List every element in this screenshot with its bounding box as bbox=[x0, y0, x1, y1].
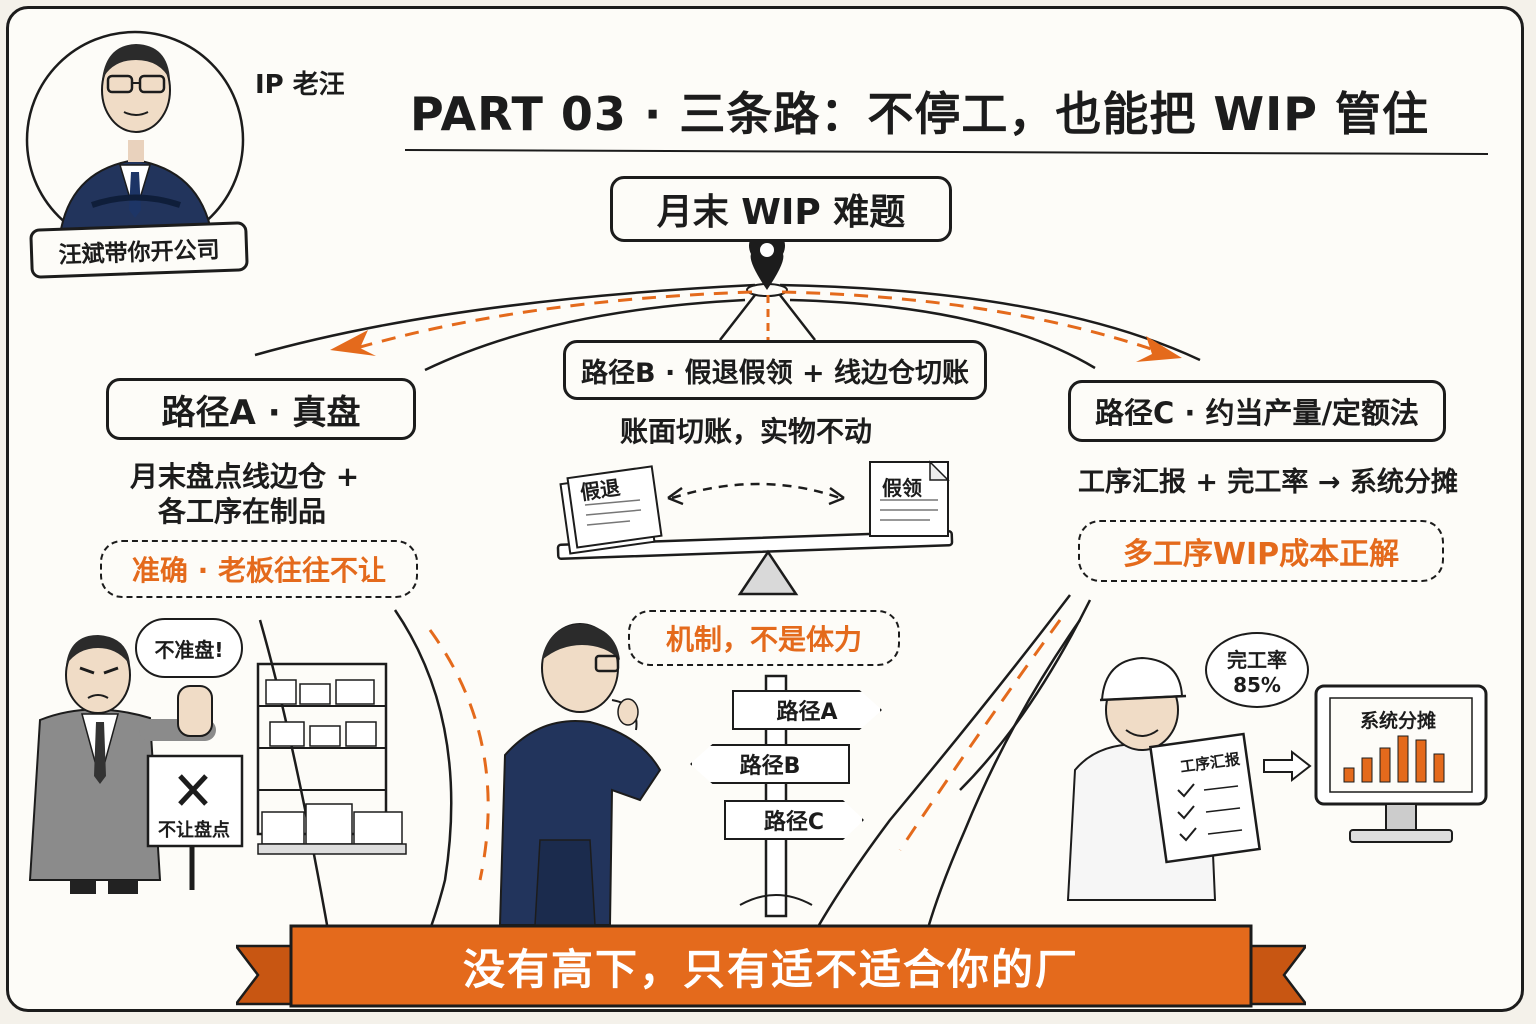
road-edge-left bbox=[254, 283, 756, 357]
doc-right-label: 假领 bbox=[882, 476, 922, 500]
road-lower-right bbox=[798, 594, 1071, 961]
path-a-desc-line2: 各工序在制品 bbox=[158, 495, 327, 528]
right-arrow-icon bbox=[1263, 749, 1312, 783]
monitor-bar bbox=[1361, 757, 1373, 783]
road-lower-right-dash bbox=[898, 619, 1062, 851]
no-stocktake-sign-text: 不让盘点 bbox=[158, 820, 230, 841]
road-edge-right bbox=[779, 283, 1201, 362]
path-a-desc-line1: 月末盘点线边仓 + bbox=[130, 460, 360, 493]
doc-left-label: 假退 bbox=[578, 475, 622, 505]
path-c-title: 路径C · 约当产量/定额法 bbox=[1068, 380, 1446, 442]
page-title: PART 03 · 三条路：不停工，也能把 WIP 管住 bbox=[410, 87, 1429, 141]
boss-speech-bubble: 不准盘! bbox=[135, 618, 243, 678]
monitor-bar bbox=[1433, 753, 1445, 783]
path-a-tag: 准确 · 老板往往不让 bbox=[100, 540, 418, 598]
path-b-title: 路径B · 假退假领 + 线边仓切账 bbox=[563, 340, 987, 400]
path-b-tag: 机制，不是体力 bbox=[628, 610, 900, 666]
boss-figure bbox=[28, 635, 216, 894]
ip-label: IP 老汪 bbox=[255, 70, 345, 100]
road-far-right bbox=[959, 599, 1092, 791]
road-lower-right-2 bbox=[918, 619, 1082, 961]
monitor-bar bbox=[1397, 735, 1409, 783]
monitor-bar bbox=[1415, 739, 1427, 783]
road-edge-left-inner bbox=[424, 298, 746, 372]
road-edge-right-inner bbox=[789, 298, 1096, 370]
completion-rate-value: 85% bbox=[1233, 672, 1281, 697]
path-c-desc: 工序汇报 + 完工率 → 系统分摊 bbox=[1078, 467, 1458, 498]
path-b-desc: 账面切账，实物不动 bbox=[620, 415, 873, 448]
path-a-title: 路径A · 真盘 bbox=[106, 378, 416, 440]
boss-speech-text: 不准盘! bbox=[154, 637, 224, 662]
thinking-man-figure bbox=[498, 623, 662, 926]
bottom-banner-ribbon bbox=[236, 924, 1306, 1008]
road-lower-left-dash bbox=[428, 629, 490, 881]
title-underline bbox=[404, 149, 1489, 155]
arrow-left-icon bbox=[330, 330, 376, 356]
road-center bbox=[719, 294, 816, 341]
arrow-right-icon bbox=[1136, 336, 1182, 362]
completion-rate-bubble: 完工率 85% bbox=[1205, 632, 1309, 708]
direction-signpost bbox=[739, 674, 813, 918]
monitor-bar bbox=[1343, 767, 1355, 783]
author-name-tag: 汪斌带你开公司 bbox=[29, 221, 249, 279]
worker-figure bbox=[1066, 656, 1262, 901]
road-dash-left bbox=[349, 290, 753, 352]
monitor-bar bbox=[1379, 747, 1391, 783]
seesaw-balance bbox=[556, 460, 954, 596]
signpost-a: 路径A bbox=[732, 690, 882, 730]
road-dash-right bbox=[781, 290, 1161, 354]
monitor-bar-chart bbox=[1343, 735, 1445, 783]
completion-rate-label: 完工率 bbox=[1227, 647, 1287, 672]
signpost-c: 路径C bbox=[724, 800, 864, 840]
warehouse-shelf bbox=[256, 662, 407, 855]
center-problem-box: 月末 WIP 难题 bbox=[610, 176, 952, 242]
bottom-banner-text: 没有高下，只有适不适合你的厂 bbox=[462, 944, 1079, 994]
signpost-b: 路径B bbox=[690, 744, 850, 784]
path-c-tag: 多工序WIP成本正解 bbox=[1078, 520, 1444, 582]
no-stocktake-sign bbox=[146, 754, 244, 890]
monitor-label: 系统分摊 bbox=[1360, 710, 1437, 732]
author-portrait bbox=[25, 30, 245, 250]
